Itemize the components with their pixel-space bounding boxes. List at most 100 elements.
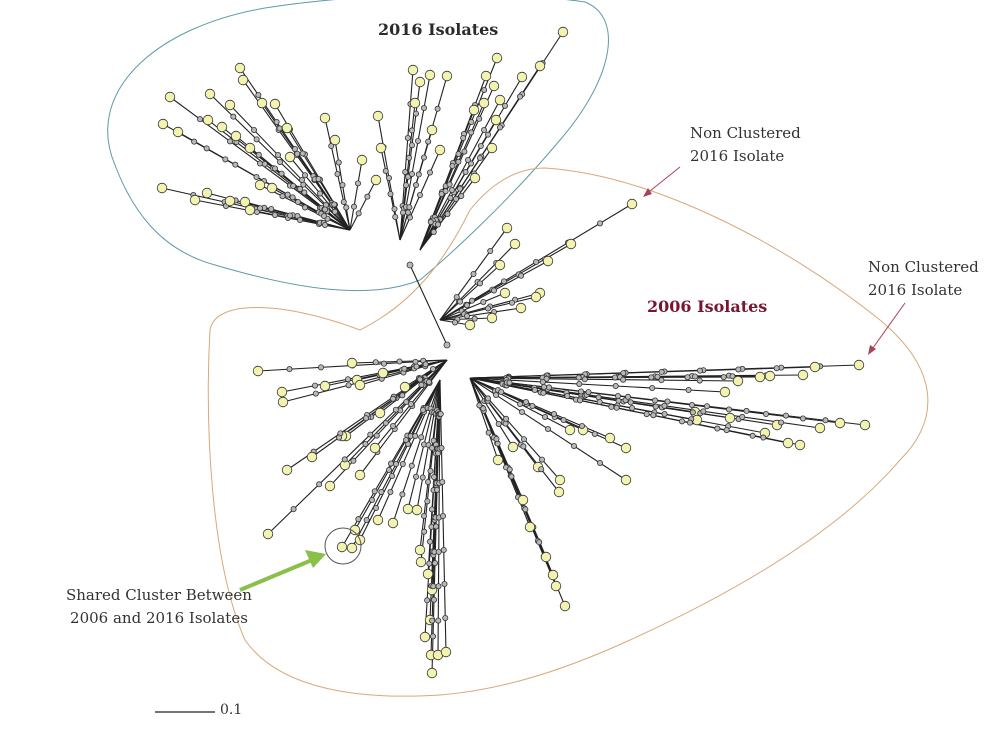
leaf-node	[426, 124, 438, 136]
internal-node	[387, 488, 394, 495]
leaf-node	[409, 97, 421, 109]
internal-node	[431, 560, 438, 567]
internal-node	[577, 397, 584, 404]
branch	[392, 379, 441, 524]
internal-node	[508, 299, 515, 306]
internal-node	[687, 419, 694, 426]
internal-node	[425, 138, 432, 145]
internal-node	[492, 391, 499, 398]
internal-node	[424, 478, 431, 485]
internal-node	[468, 297, 475, 304]
internal-node	[430, 583, 437, 590]
internal-node	[406, 204, 413, 211]
leaf-node	[542, 255, 554, 267]
branch	[469, 377, 499, 461]
shared-cluster-highlight	[324, 527, 362, 565]
internal-node	[301, 189, 308, 196]
internal-node	[391, 205, 398, 212]
internal-node	[536, 539, 543, 546]
internal-node	[415, 171, 422, 178]
internal-node	[502, 415, 509, 422]
internal-node	[613, 404, 620, 411]
internal-node	[427, 218, 434, 225]
branch	[439, 307, 522, 321]
internal-node	[822, 417, 829, 424]
leaf-node	[754, 371, 766, 383]
scale-label: 0.1	[220, 702, 243, 718]
branch	[469, 377, 801, 446]
internal-node	[778, 419, 785, 426]
internal-node	[250, 127, 257, 134]
leaf-node	[156, 182, 168, 194]
leaf-node	[794, 439, 806, 451]
internal-node	[271, 211, 278, 218]
non-clustered-label-1: Non Clustered 2016 Isolate	[690, 122, 801, 168]
internal-node	[449, 162, 456, 169]
arrow-shared-cluster	[239, 558, 313, 592]
internal-node	[399, 392, 406, 399]
leaf-node	[276, 386, 288, 398]
internal-node	[468, 129, 475, 136]
internal-node	[311, 382, 318, 389]
internal-node	[402, 182, 409, 189]
internal-node	[424, 498, 431, 505]
leaf-node	[252, 365, 264, 377]
internal-node	[529, 402, 536, 409]
internal-node	[429, 617, 436, 624]
branch	[439, 317, 493, 321]
internal-node	[456, 185, 463, 192]
leaf-node	[620, 442, 632, 454]
internal-node	[498, 388, 505, 395]
internal-node	[404, 134, 411, 141]
internal-node	[428, 506, 435, 513]
internal-node	[643, 411, 650, 418]
internal-node	[456, 298, 463, 305]
leaf-node	[494, 94, 506, 106]
leaf-node	[284, 151, 296, 163]
branch	[359, 359, 448, 476]
internal-node	[296, 185, 303, 192]
internal-node	[343, 204, 350, 211]
leaf-node	[491, 52, 503, 64]
internal-node	[522, 506, 529, 513]
internal-node	[443, 341, 451, 349]
branch	[377, 379, 441, 521]
internal-node	[335, 159, 342, 166]
internal-node	[739, 413, 746, 420]
internal-node	[448, 186, 455, 193]
internal-node	[301, 172, 308, 179]
internal-node	[286, 366, 293, 373]
internal-node	[416, 376, 423, 383]
branch	[469, 377, 821, 429]
non-clustered-label-2-line2: 2016 Isolate	[868, 281, 963, 299]
internal-node	[355, 516, 362, 523]
internal-node	[517, 93, 524, 100]
internal-node	[298, 176, 305, 183]
internal-node	[661, 410, 668, 417]
arrow-non-clustered-1-head	[643, 188, 652, 197]
internal-node	[268, 205, 275, 212]
internal-node	[435, 583, 442, 590]
internal-node	[484, 395, 491, 402]
internal-node	[800, 415, 807, 422]
leaf-node	[814, 422, 826, 434]
internal-node	[429, 633, 436, 640]
internal-node	[320, 212, 327, 219]
leaf-node	[237, 74, 249, 86]
internal-node	[545, 425, 552, 432]
internal-node	[453, 293, 460, 300]
internal-node	[578, 388, 585, 395]
internal-node	[620, 376, 627, 383]
internal-node	[385, 466, 392, 473]
internal-node	[658, 377, 665, 384]
internal-node	[371, 488, 378, 495]
internal-node	[743, 407, 750, 414]
leaf-node	[346, 357, 358, 369]
leaf-node	[414, 76, 426, 88]
leaf-node	[216, 121, 228, 133]
internal-node	[203, 145, 210, 152]
internal-node	[420, 105, 427, 112]
internal-node	[480, 298, 487, 305]
internal-node	[531, 386, 538, 393]
internal-node	[406, 214, 413, 221]
